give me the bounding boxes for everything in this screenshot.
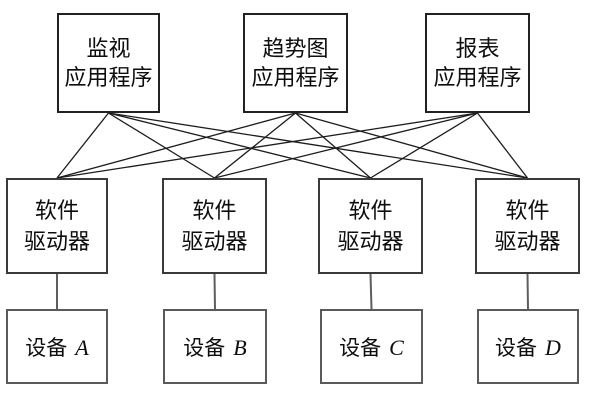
device-a-node: 设备 A [6,309,108,384]
monitor-app-label: 监视 应用程序 [64,34,152,92]
device-prefix: 设备 [495,335,538,360]
label-line: 驱动器 [494,229,561,254]
label-line: 驱动器 [337,229,404,254]
label-line: 趋势图 [262,35,329,61]
device-letter: C [389,334,404,360]
trend-chart-app-node: 趋势图 应用程序 [243,13,348,113]
report-app-node: 报表 应用程序 [425,13,530,113]
label-line: 软件 [34,197,79,223]
software-driver-label: 软件 驱动器 [337,195,403,257]
software-driver-label: 软件 驱动器 [181,195,247,257]
software-driver-node-1: 软件 驱动器 [6,178,108,274]
label-line: 应用程序 [64,65,153,90]
device-letter: D [545,334,561,360]
trend-chart-app-label: 趋势图 应用程序 [251,34,339,92]
label-line: 应用程序 [251,65,340,90]
device-b-node: 设备 B [163,309,267,384]
software-driver-label: 软件 驱动器 [24,195,90,257]
software-driver-node-4: 软件 驱动器 [475,178,580,274]
device-letter: B [233,334,247,360]
label-line: 驱动器 [23,229,90,254]
label-line: 软件 [505,197,550,223]
label-line: 监视 [86,35,131,61]
device-a-label: 设备 A [25,332,88,362]
device-letter: A [75,334,89,360]
software-driver-node-2: 软件 驱动器 [162,178,267,274]
device-prefix: 设备 [339,335,382,360]
label-line: 软件 [348,197,393,223]
report-app-label: 报表 应用程序 [433,34,521,92]
device-d-label: 设备 D [495,332,561,362]
device-c-label: 设备 C [339,332,404,362]
device-prefix: 设备 [183,335,226,360]
label-line: 软件 [192,197,237,223]
monitor-app-node: 监视 应用程序 [57,13,160,113]
label-line: 报表 [455,35,500,61]
device-prefix: 设备 [25,335,68,360]
device-b-label: 设备 B [183,332,246,362]
label-line: 应用程序 [433,65,522,90]
software-driver-node-3: 软件 驱动器 [318,178,423,274]
software-driver-label: 软件 驱动器 [494,195,560,257]
device-d-node: 设备 D [477,309,579,384]
label-line: 驱动器 [181,229,248,254]
device-c-node: 设备 C [320,309,423,384]
